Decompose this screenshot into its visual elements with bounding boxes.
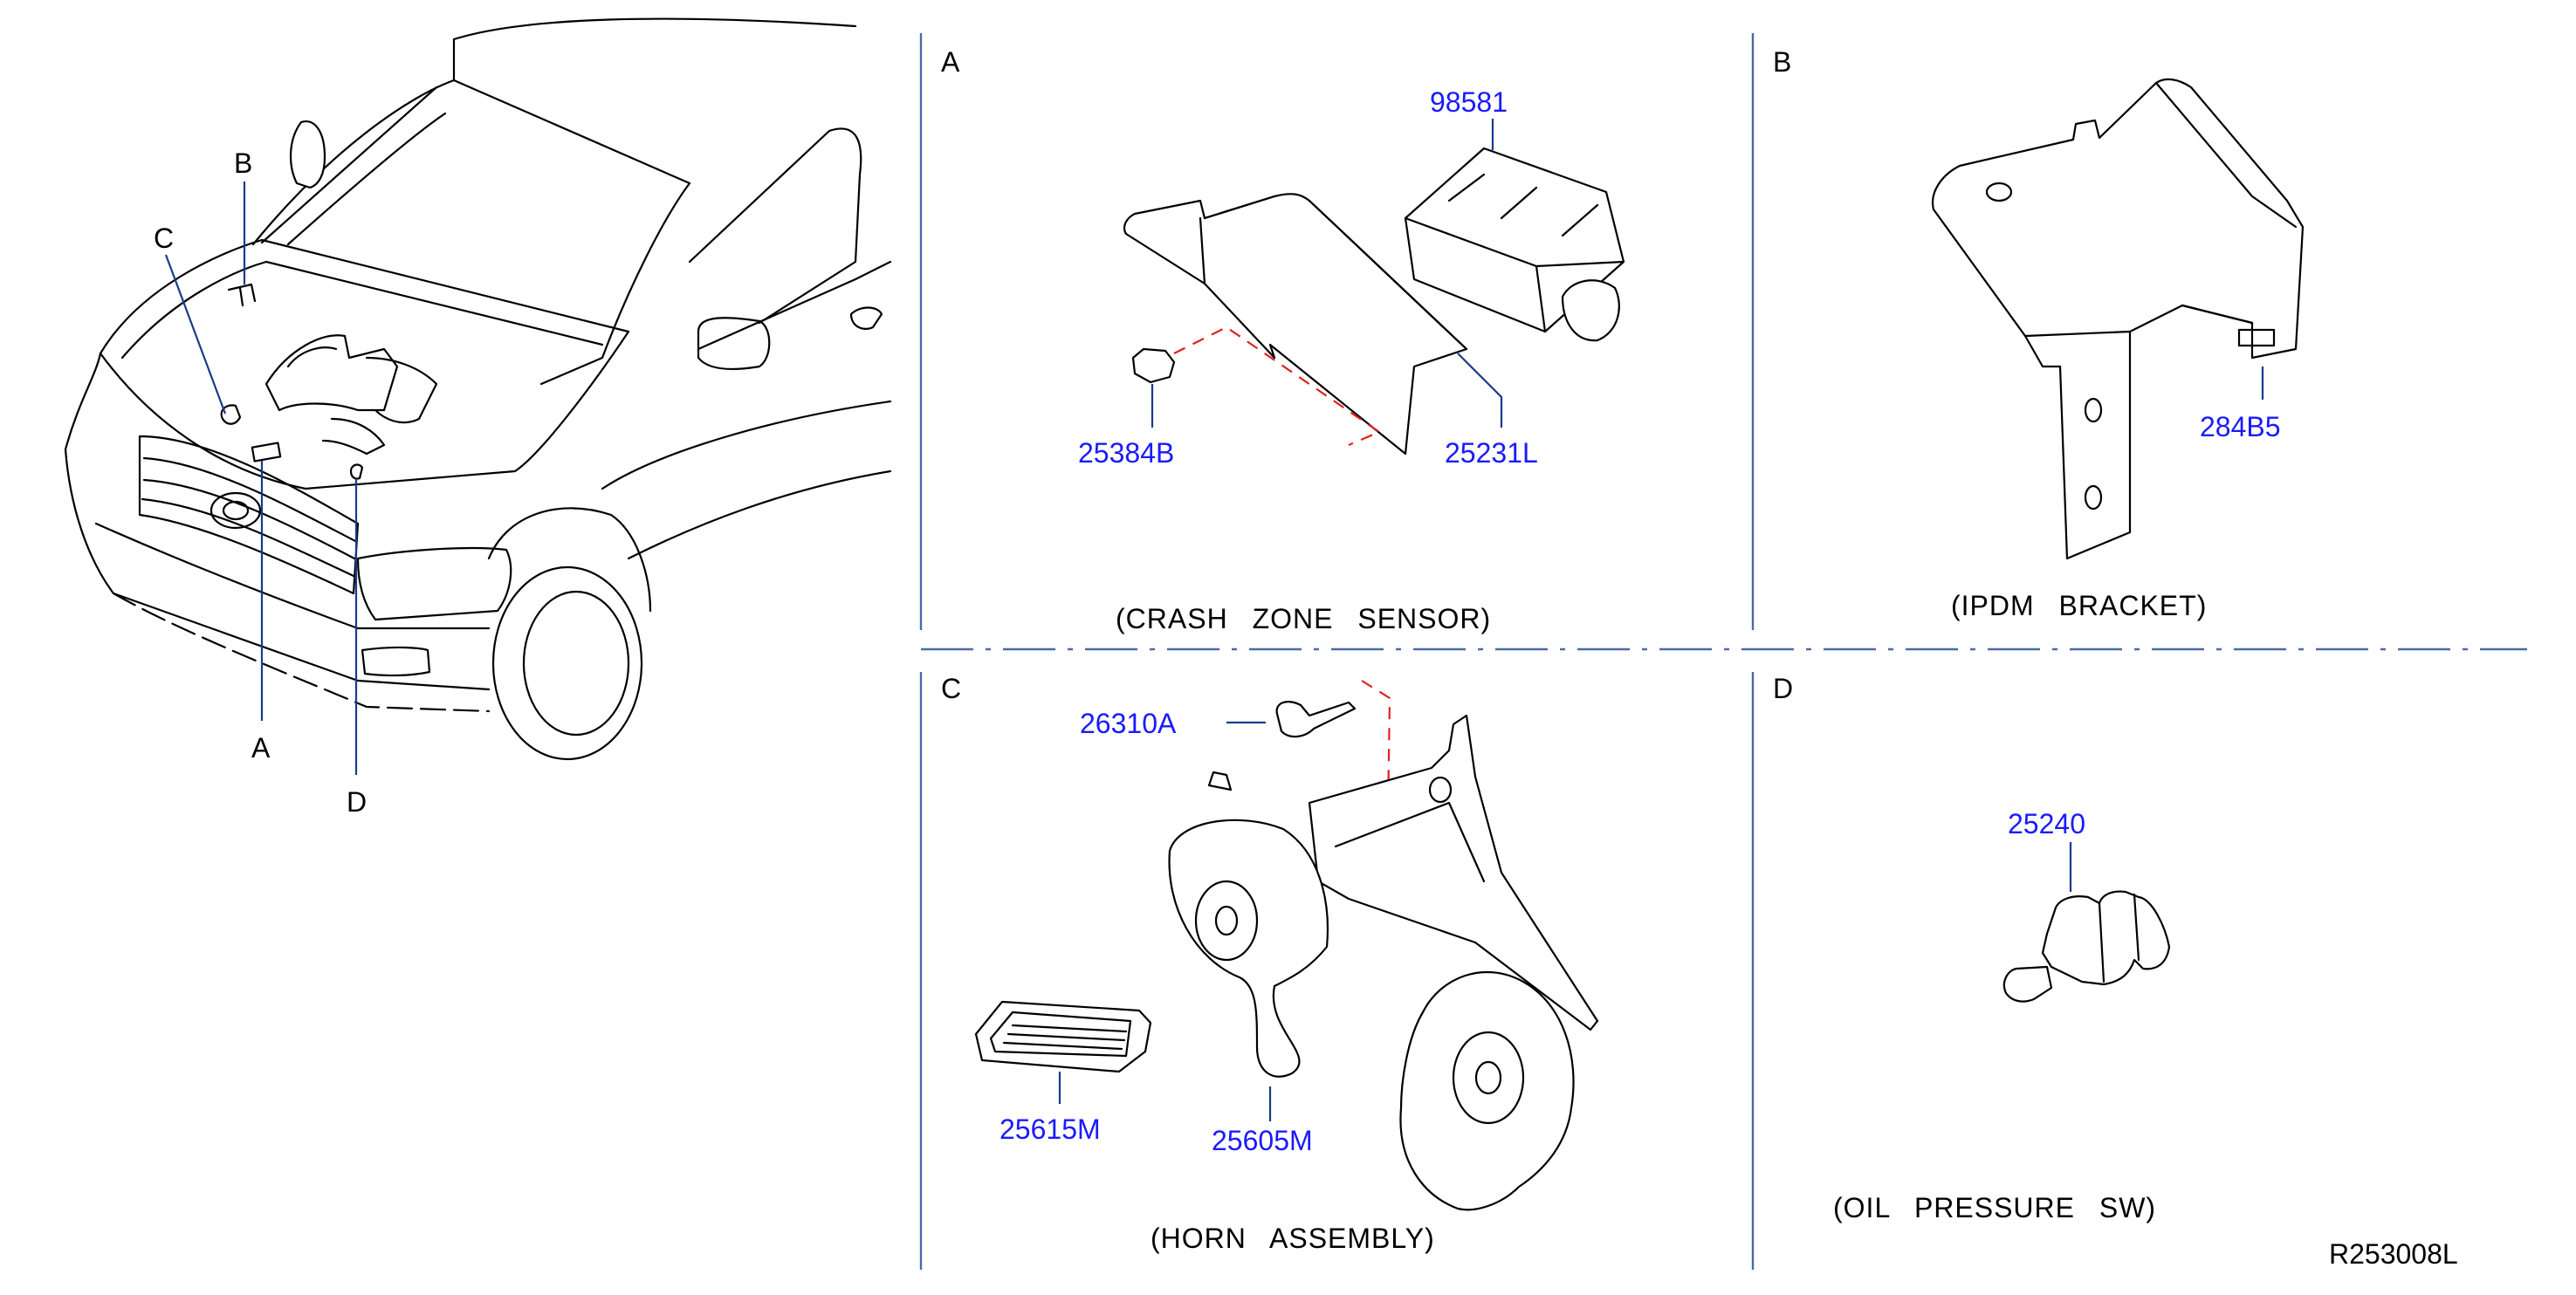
right-horn-drawing xyxy=(1399,970,1575,1211)
part-number-98581[interactable]: 98581 xyxy=(1430,86,1508,118)
bolt-drawing xyxy=(1275,701,1357,738)
horn-marker xyxy=(220,404,242,425)
side-mirror xyxy=(289,120,326,189)
bracket-hole xyxy=(1985,182,2013,202)
section-a-caption: (CRASH ZONE SENSOR) xyxy=(1116,603,1491,634)
callout-b: B xyxy=(234,147,252,179)
vehicle-overview: B C A D xyxy=(64,17,892,818)
callout-d: D xyxy=(347,786,367,818)
part-number-26310a[interactable]: 26310A xyxy=(1080,708,1177,739)
part-number-284b5[interactable]: 284B5 xyxy=(2200,411,2281,442)
section-b-ipdm-bracket: B 284B5 (IPDM BRACKET) xyxy=(1773,46,2305,621)
switch-stem xyxy=(2002,965,2053,1003)
fog-light xyxy=(361,646,431,677)
crash-sensor-marker xyxy=(251,442,282,462)
part-number-25231l[interactable]: 25231L xyxy=(1445,437,1538,469)
callout-c: C xyxy=(154,223,174,254)
ipdm-marker xyxy=(227,283,257,307)
section-d-letter: D xyxy=(1773,673,1793,704)
horn-bracket-drawing xyxy=(1308,714,1599,1031)
engine-cover xyxy=(264,334,399,412)
section-a-crash-zone-sensor: A 98581 25384B 25231L (CRASH ZONE SENSOR… xyxy=(941,46,1625,634)
bumper-outline xyxy=(64,448,491,691)
callout-c-leader xyxy=(164,254,227,415)
sensor-bracket-drawing xyxy=(1123,193,1468,456)
front-wheel xyxy=(491,565,643,761)
assembly-guide xyxy=(1173,325,1382,447)
section-c-horn-assembly: C 26310A 25615M 25605M (HORN ASSEMBLY) xyxy=(941,673,1599,1254)
section-c-caption: (HORN ASSEMBLY) xyxy=(1151,1223,1435,1254)
section-d-oil-pressure-switch: D 25240 (OIL PRESSURE SW) xyxy=(1773,673,2171,1223)
ipdm-bracket-drawing xyxy=(1931,78,2305,560)
part-number-25384b[interactable]: 25384B xyxy=(1078,437,1174,469)
section-b-caption: (IPDM BRACKET) xyxy=(1951,590,2207,621)
part-number-25240[interactable]: 25240 xyxy=(2008,808,2085,839)
door-handle xyxy=(849,306,883,330)
part-number-25605m[interactable]: 25605M xyxy=(1212,1125,1313,1156)
hood-outline xyxy=(99,238,630,490)
wheel-arch xyxy=(487,507,652,613)
headlight xyxy=(356,546,512,621)
section-b-letter: B xyxy=(1773,46,1791,78)
horn-bolt-guide xyxy=(1361,680,1415,818)
oil-switch-marker xyxy=(349,463,364,480)
part-number-25615m[interactable]: 25615M xyxy=(999,1113,1101,1145)
callout-a: A xyxy=(251,732,271,764)
section-d-caption: (OIL PRESSURE SW) xyxy=(1833,1192,2156,1223)
section-a-letter: A xyxy=(941,46,960,78)
right-mirror xyxy=(697,317,771,371)
drawing-code: R253008L xyxy=(2329,1238,2458,1270)
grille xyxy=(138,435,360,595)
emblem xyxy=(210,491,262,530)
section-c-letter: C xyxy=(941,673,961,704)
sensor-connector xyxy=(1561,279,1620,342)
nut-drawing xyxy=(1131,347,1176,384)
section-dividers xyxy=(919,33,2527,1270)
oil-switch-drawing xyxy=(2041,890,2171,986)
